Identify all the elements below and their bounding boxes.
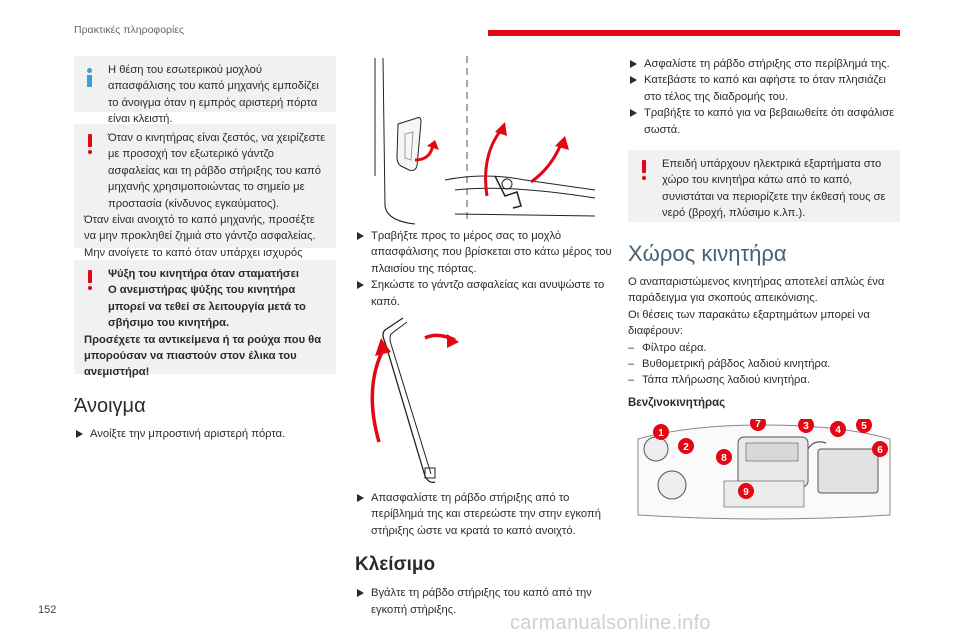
- step-arrow-icon: [630, 60, 637, 68]
- hood-latch-figure: [374, 56, 596, 225]
- step-arrow-icon: [357, 281, 364, 290]
- step-text: Κατεβάστε το καπό και αφήστε το όταν πλη…: [644, 74, 886, 103]
- callout-9: 9: [743, 487, 749, 498]
- column-right: Ασφαλίστε τη ράβδο στήριξης στο περίβλημ…: [628, 56, 902, 523]
- step-text: Τραβήξτε το καπό για να βεβαιωθείτε ότι …: [644, 107, 895, 136]
- header-accent-bar: [488, 30, 900, 36]
- column-middle: Τραβήξτε προς το μέρος σας το μοχλό απασ…: [355, 56, 617, 618]
- step-item: Ασφαλίστε τη ράβδο στήριξης στο περίβλημ…: [628, 56, 902, 72]
- list-item: Βυθομετρική ράβδος λαδιού κινητήρα.: [628, 356, 902, 373]
- engine-intro-text: Ο αναπαριστώμενος κινητήρας αποτελεί απλ…: [628, 276, 885, 305]
- info-icon: [86, 68, 93, 87]
- step-text: Σηκώστε το γάντζο ασφαλείας και ανυψώστε…: [371, 279, 605, 308]
- running-header: Πρακτικές πληροφορίες: [74, 24, 185, 36]
- warning-text: Επειδή υπάρχουν ηλεκτρικά εξαρτήματα στο…: [662, 158, 886, 220]
- section-title-closing: Κλείσιμο: [355, 554, 436, 576]
- page-number: 152: [38, 604, 57, 616]
- step-arrow-icon: [76, 430, 83, 438]
- callout-5: 5: [861, 421, 867, 432]
- warning-text: Προσέχετε τα αντικείμενα ή τα ρούχα που …: [84, 333, 322, 379]
- callout-2: 2: [683, 442, 689, 453]
- step-text: Ασφαλίστε τη ράβδο στήριξης στο περίβλημ…: [644, 58, 890, 70]
- step-text: Ανοίξτε την μπροστινή αριστερή πόρτα.: [90, 428, 286, 440]
- step-arrow-icon: [357, 494, 364, 503]
- callout-8: 8: [721, 453, 727, 464]
- hood-prop-illustration: [355, 316, 617, 488]
- warning-heading: Ψύξη του κινητήρα όταν σταματήσει: [108, 268, 300, 280]
- callout-6: 6: [877, 445, 883, 456]
- watermark: carmanualsonline.info: [510, 612, 711, 634]
- hood-release-illustration: [355, 56, 617, 226]
- warning-icon: [640, 160, 648, 181]
- warning-icon: [86, 270, 94, 290]
- step-text: Βγάλτε τη ράβδο στήριξης του καπό από τη…: [371, 587, 592, 616]
- step-item: Τραβήξτε προς το μέρος σας το μοχλό απασ…: [355, 228, 617, 277]
- warning-box-hot-engine: Όταν ο κινητήρας είναι ζεστός, να χειρίζ…: [74, 124, 336, 275]
- step-text: Απασφαλίστε τη ράβδο στήριξης από το περ…: [371, 492, 601, 537]
- list-item: Τάπα πλήρωσης λαδιού κινητήρα.: [628, 372, 902, 389]
- step-arrow-icon: [630, 109, 637, 118]
- warning-text: Όταν είναι ανοιχτό το καπό μηχανής, προσ…: [84, 214, 316, 243]
- step-item: Βγάλτε τη ράβδο στήριξης του καπό από τη…: [355, 585, 617, 618]
- warning-box-electrical: Επειδή υπάρχουν ηλεκτρικά εξαρτήματα στο…: [628, 150, 900, 223]
- warning-box-fan: Ψύξη του κινητήρα όταν σταματήσει Ο ανεμ…: [74, 260, 336, 378]
- section-title-opening: Άνοιγμα: [74, 395, 146, 417]
- subsection-title-petrol: Βενζινοκινητήρας: [628, 396, 726, 409]
- step-item: Σηκώστε το γάντζο ασφαλείας και ανυψώστε…: [355, 277, 617, 310]
- callout-4: 4: [835, 425, 841, 436]
- callout-7: 7: [755, 419, 761, 430]
- step-arrow-icon: [630, 76, 637, 85]
- step-item: Κατεβάστε το καπό και αφήστε το όταν πλη…: [628, 72, 902, 105]
- callout-3: 3: [803, 421, 809, 432]
- list-item: Φίλτρο αέρα.: [628, 340, 902, 357]
- info-box-text: Η θέση του εσωτερικού μοχλού απασφάλισης…: [108, 64, 319, 126]
- warning-icon: [86, 134, 94, 154]
- step-item: Απασφαλίστε τη ράβδο στήριξης από το περ…: [355, 490, 617, 539]
- section-title-engine-compartment: Χώρος κινητήρα: [628, 241, 787, 267]
- engine-bay-illustration: 1 2 3 4 5 6 7 8 9: [628, 419, 902, 523]
- step-text: Τραβήξτε προς το μέρος σας το μοχλό απασ…: [371, 230, 612, 275]
- info-box: Η θέση του εσωτερικού μοχλού απασφάλισης…: [74, 56, 336, 125]
- step-item: Ανοίξτε την μπροστινή αριστερή πόρτα.: [74, 426, 336, 442]
- callout-1: 1: [658, 428, 664, 439]
- step-arrow-icon: [357, 232, 364, 240]
- hood-support-rod-figure: [370, 317, 459, 484]
- engine-intro-text: Οι θέσεις των παρακάτω εξαρτημάτων μπορε…: [628, 308, 870, 338]
- warning-text: Όταν ο κινητήρας είναι ζεστός, να χειρίζ…: [108, 132, 326, 210]
- warning-text: Ο ανεμιστήρας ψύξης του κινητήρα μπορεί …: [108, 284, 306, 330]
- step-arrow-icon: [357, 589, 364, 598]
- steps-group-a: Τραβήξτε προς το μέρος σας το μοχλό απασ…: [355, 228, 617, 310]
- engine-bay-figure: 1 2 3 4 5 6 7 8 9: [637, 419, 891, 520]
- step-item: Τραβήξτε το καπό για να βεβαιωθείτε ότι …: [628, 105, 902, 138]
- column-left: Η θέση του εσωτερικού μοχλού απασφάλισης…: [74, 56, 336, 442]
